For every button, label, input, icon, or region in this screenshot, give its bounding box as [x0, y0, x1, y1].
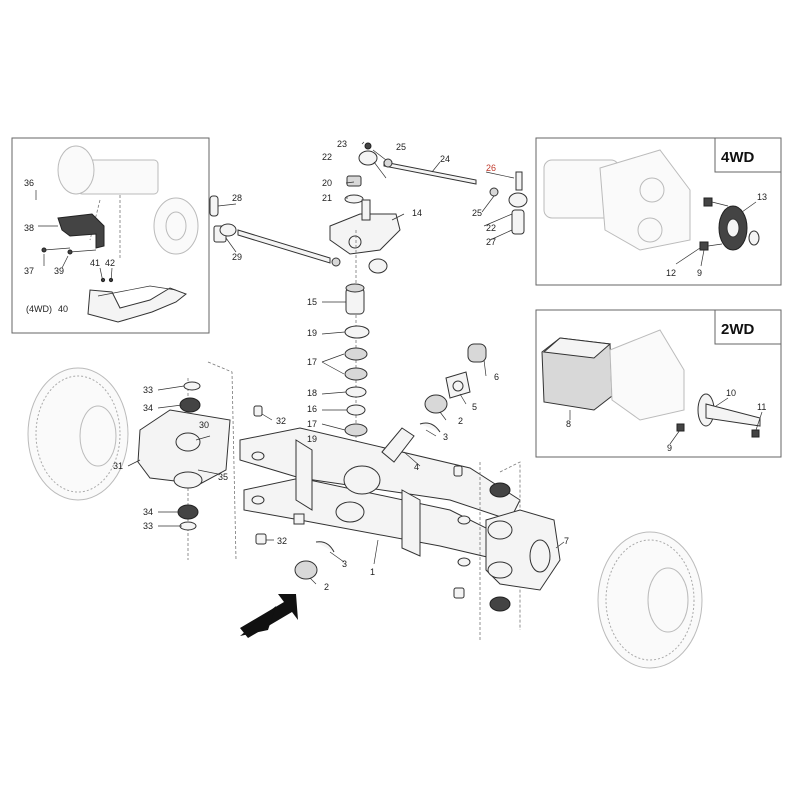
right-wheel-ghost — [597, 531, 703, 669]
callout-8: 8 — [566, 419, 571, 429]
inset-machine-overview — [11, 137, 210, 334]
callout-4: 4 — [414, 462, 419, 472]
callout-31: 31 — [113, 461, 123, 471]
front-direction-arrow-head — [240, 606, 276, 636]
callout-11: 11 — [757, 402, 766, 412]
callout-28: 28 — [232, 193, 242, 203]
callout-labels: 36 38 37 39 41 42 (4WD) 40 23 22 25 24 2… — [24, 139, 767, 592]
callout-32-top: 32 — [276, 416, 286, 426]
callout-24: 24 — [440, 154, 450, 164]
callout-32-bottom: 32 — [277, 536, 287, 546]
callout-19-top: 19 — [307, 328, 317, 338]
callout-18: 18 — [307, 388, 317, 398]
right-steering-knuckle — [453, 461, 565, 640]
callout-37: 37 — [24, 266, 34, 276]
callout-14: 14 — [412, 208, 422, 218]
panel-4wd — [535, 137, 782, 286]
callout-20: 20 — [322, 178, 332, 188]
callout-17-bottom: 17 — [307, 419, 317, 429]
callout-22-right: 22 — [486, 223, 496, 233]
callout-38: 38 — [24, 223, 34, 233]
callout-15: 15 — [307, 297, 317, 307]
callout-6: 6 — [494, 372, 499, 382]
kingpin-stack — [321, 230, 370, 470]
callout-36: 36 — [24, 178, 34, 188]
callout-3-bottom: 3 — [342, 559, 347, 569]
bushings-seals — [294, 343, 487, 585]
callout-4wd-option: (4WD) — [26, 304, 52, 314]
front-axle-beam — [239, 427, 521, 567]
callout-1: 1 — [370, 567, 375, 577]
callout-39: 39 — [54, 266, 64, 276]
callout-7: 7 — [564, 536, 569, 546]
callout-25-left: 25 — [396, 142, 406, 152]
callout-34-bottom: 34 — [143, 507, 153, 517]
callout-21: 21 — [322, 193, 332, 203]
callout-17-top: 17 — [307, 357, 317, 367]
callout-10: 10 — [726, 388, 736, 398]
callout-13: 13 — [757, 192, 767, 202]
box-title-4wd: 4WD — [721, 149, 755, 166]
callout-3-top: 3 — [443, 432, 448, 442]
callout-42: 42 — [105, 258, 115, 268]
callout-9-2wd: 9 — [667, 443, 672, 453]
callout-40: 40 — [58, 304, 68, 314]
callout-29: 29 — [232, 252, 242, 262]
callout-30: 30 — [199, 420, 209, 430]
callout-5: 5 — [472, 402, 477, 412]
box-title-2wd: 2WD — [721, 321, 755, 338]
callout-34-top: 34 — [143, 403, 153, 413]
callout-23: 23 — [337, 139, 347, 149]
callout-2-bottom: 2 — [324, 582, 329, 592]
callout-33-bottom: 33 — [143, 521, 153, 531]
left-steering-knuckle — [127, 361, 274, 561]
callout-16: 16 — [307, 404, 317, 414]
callout-9-4wd: 9 — [697, 268, 702, 278]
callout-27: 27 — [486, 237, 496, 247]
callout-35: 35 — [218, 472, 228, 482]
left-wheel-ghost — [27, 367, 129, 501]
steering-linkage — [209, 141, 528, 274]
callout-26: 26 — [486, 163, 496, 173]
callout-22-left: 22 — [322, 152, 332, 162]
callout-33-top: 33 — [143, 385, 153, 395]
callout-2-top: 2 — [458, 416, 463, 426]
callout-25-right: 25 — [472, 208, 482, 218]
callout-19-bottom: 19 — [307, 434, 317, 444]
callout-12: 12 — [666, 268, 676, 278]
callout-41: 41 — [90, 258, 100, 268]
panel-2wd — [535, 309, 782, 458]
